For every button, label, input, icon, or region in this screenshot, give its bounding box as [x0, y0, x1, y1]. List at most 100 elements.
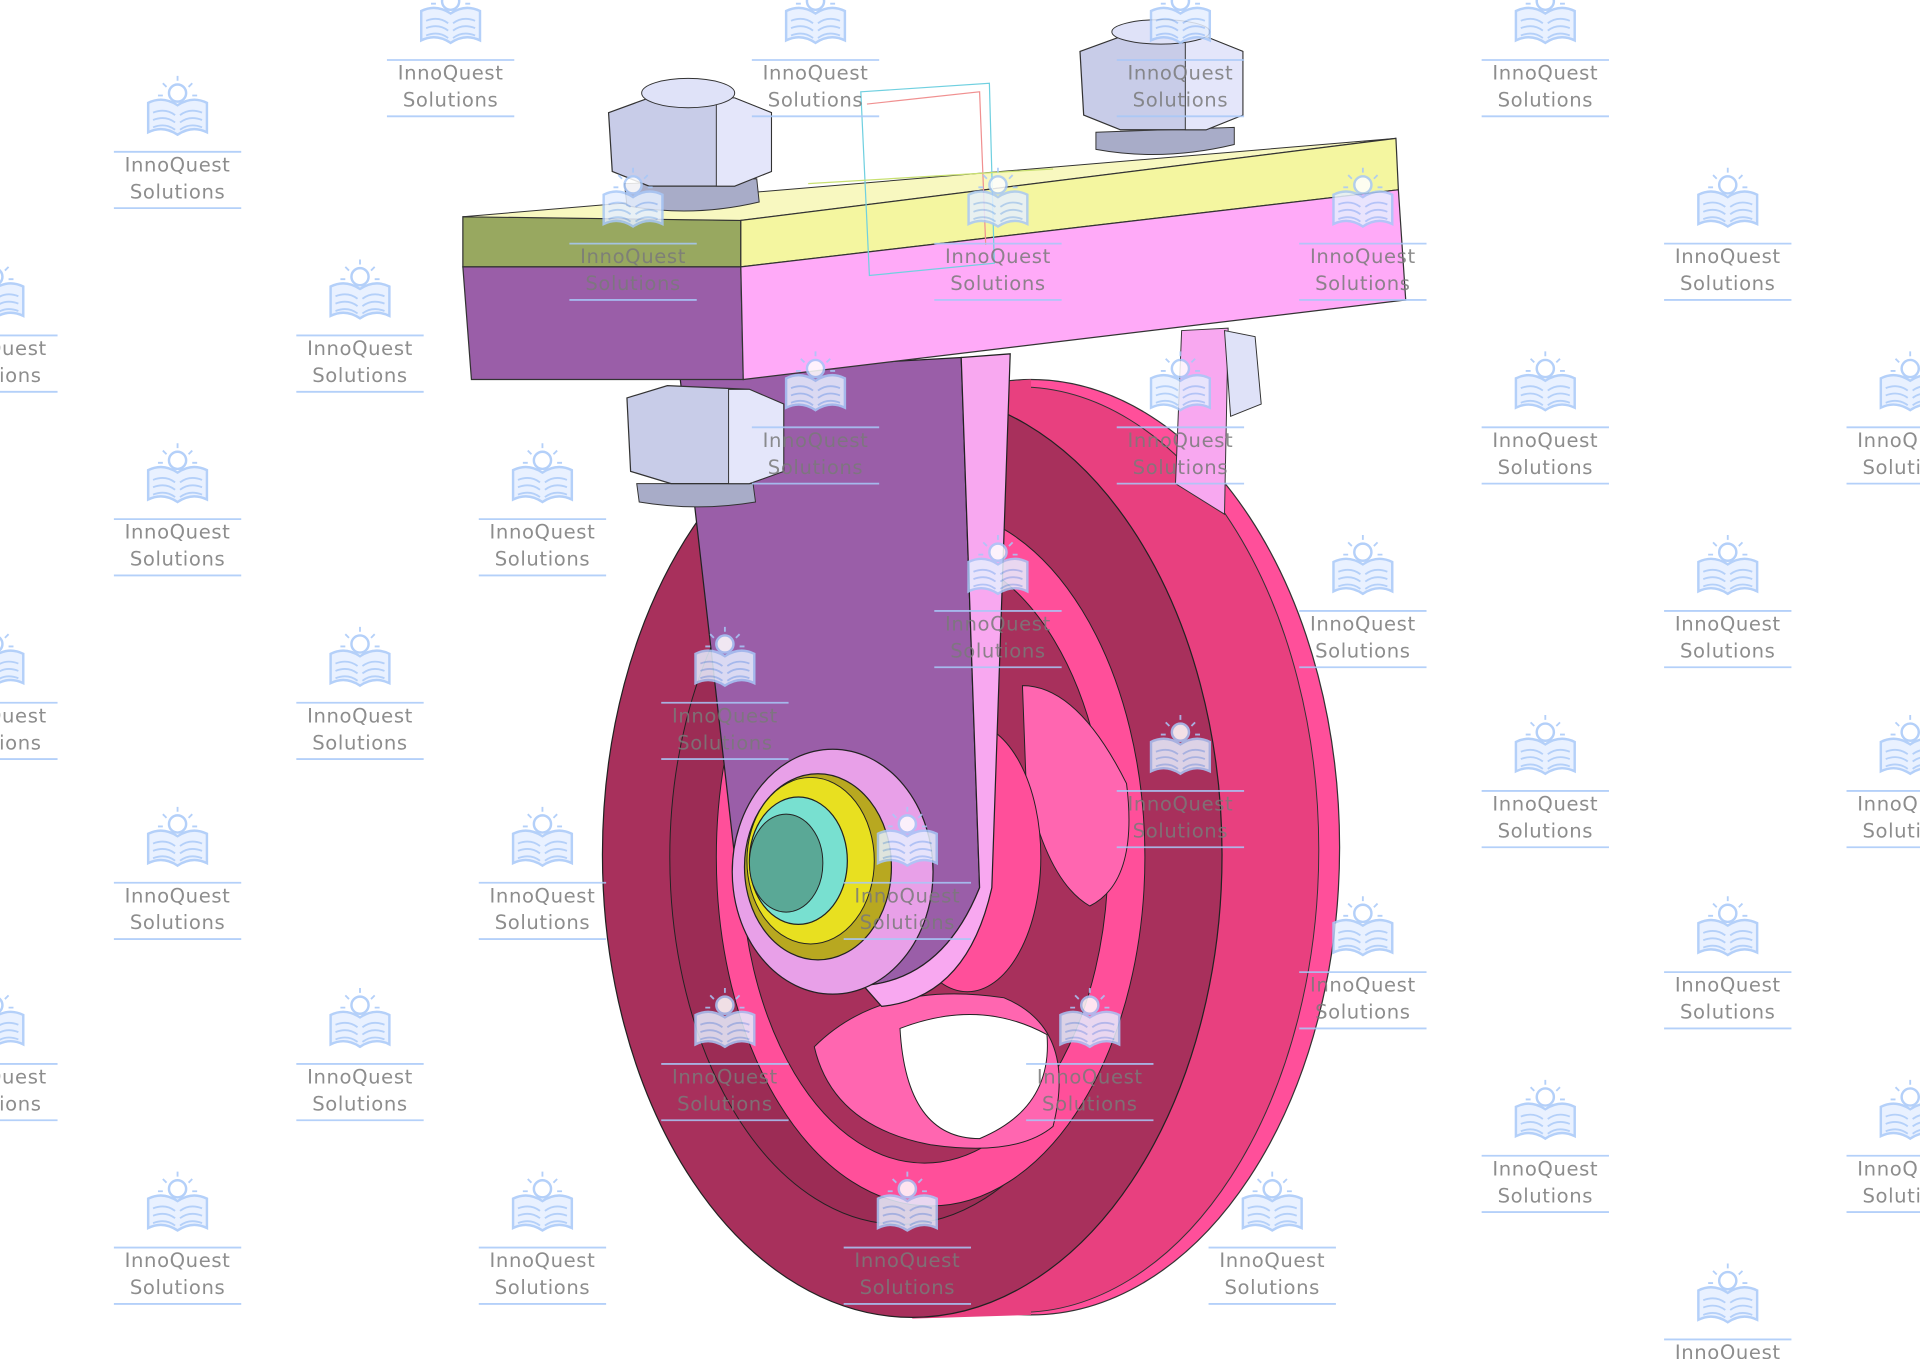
- book-lightbulb-icon: [1514, 1078, 1576, 1140]
- watermark-text: InnoQuest: [763, 429, 869, 452]
- watermark-text: InnoQuest: [1037, 1066, 1143, 1089]
- book-lightbulb-icon: [1879, 1078, 1920, 1140]
- fork-arm-back: [1175, 327, 1229, 516]
- book-lightbulb-icon: [0, 986, 25, 1049]
- book-lightbulb-icon: [511, 441, 574, 504]
- watermark-text: Solutions: [1680, 1001, 1775, 1024]
- book-lightbulb-icon: [1332, 894, 1394, 957]
- watermark-text: Solutions: [950, 639, 1045, 662]
- watermark-text: Solutions: [130, 548, 225, 571]
- watermark-text: InnoQuest: [1675, 245, 1781, 268]
- watermark-text: InnoQuest: [580, 245, 686, 268]
- book-lightbulb-icon: [1697, 533, 1759, 596]
- watermark-text: Solutions: [1498, 456, 1593, 479]
- book-lightbulb-icon: [1697, 894, 1759, 957]
- watermark-text: Solutions: [1315, 639, 1410, 662]
- watermark-text: Solutions: [1042, 1092, 1137, 1115]
- book-lightbulb-icon: [1241, 1170, 1303, 1232]
- watermark-text: Solutions: [677, 1092, 772, 1115]
- nut-top-right: [1079, 19, 1244, 155]
- watermark-text: InnoQuest: [1857, 1157, 1920, 1180]
- watermark-text: InnoQuest: [1857, 793, 1920, 816]
- book-lightbulb-icon: [329, 986, 391, 1049]
- book-lightbulb-icon: [329, 625, 391, 687]
- watermark-text: Solutions: [1862, 819, 1920, 842]
- book-lightbulb-icon: [146, 1170, 209, 1232]
- book-lightbulb-icon: [146, 74, 209, 136]
- watermark-text: Solutions: [1315, 272, 1410, 295]
- watermark-text: InnoQuest: [0, 704, 47, 727]
- watermark-text: Solutions: [130, 911, 225, 934]
- watermark-text: Solutions: [1133, 456, 1228, 479]
- book-lightbulb-icon: [1879, 713, 1920, 775]
- watermark-text: InnoQuest: [125, 1249, 231, 1272]
- watermark-text: Solutions: [495, 548, 590, 571]
- watermark-text: Solutions: [768, 456, 863, 479]
- watermark-text: Solutions: [1315, 1001, 1410, 1024]
- book-lightbulb-icon: [0, 625, 25, 687]
- watermark-text: InnoQuest: [854, 884, 960, 907]
- watermark-text: Solutions: [1498, 1184, 1593, 1207]
- watermark-text: InnoQuest: [1492, 429, 1598, 452]
- watermark-text: Solutions: [1133, 819, 1228, 842]
- watermark-text: Solutions: [677, 731, 772, 754]
- watermark-text: Solutions: [312, 1092, 407, 1115]
- watermark-text: InnoQuest: [1492, 62, 1598, 85]
- watermark-text: InnoQuest: [1857, 429, 1920, 452]
- watermark-text: InnoQuest: [945, 613, 1051, 636]
- watermark-text: Solutions: [130, 180, 225, 203]
- watermark-text: InnoQuest: [0, 1066, 47, 1089]
- watermark-text: InnoQuest: [1492, 1157, 1598, 1180]
- watermark-text: InnoQuest: [672, 1066, 778, 1089]
- watermark-text: Solutions: [312, 364, 407, 387]
- watermark-text: InnoQuest: [490, 521, 596, 544]
- watermark-text: Solutions: [312, 731, 407, 754]
- book-lightbulb-icon: [329, 258, 391, 320]
- watermark-text: Solutions: [495, 1276, 590, 1299]
- book-lightbulb-icon: [1149, 0, 1212, 45]
- book-lightbulb-icon: [1697, 166, 1759, 228]
- watermark-text: Solutions: [1498, 819, 1593, 842]
- book-lightbulb-icon: [784, 0, 847, 45]
- watermark-text: Solutions: [495, 911, 590, 934]
- mounting-plate: [462, 82, 1407, 381]
- watermark-text: InnoQuest: [1675, 613, 1781, 636]
- watermark-text: InnoQuest: [1310, 613, 1416, 636]
- watermark-text: InnoQuest: [672, 704, 778, 727]
- book-lightbulb-icon: [511, 1170, 574, 1232]
- watermark-text: InnoQuest: [125, 153, 231, 176]
- watermark-text: Solutions: [130, 1276, 225, 1299]
- watermark-text: InnoQuest: [763, 62, 869, 85]
- book-lightbulb-icon: [1514, 350, 1576, 412]
- watermark-text: InnoQuest: [490, 884, 596, 907]
